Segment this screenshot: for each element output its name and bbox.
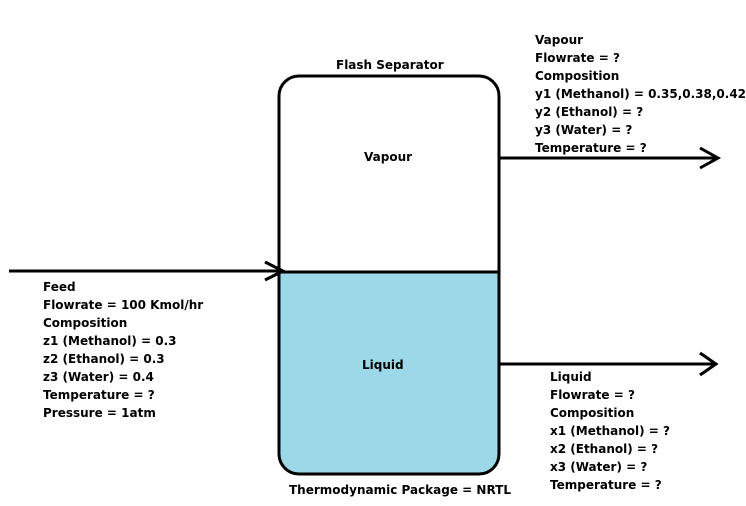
feed-arrow: [9, 260, 287, 282]
liquid-region-label: Liquid: [362, 358, 404, 372]
feed-info: Feed Flowrate = 100 Kmol/hr Composition …: [43, 278, 203, 422]
vapour-y1: y1 (Methanol) = 0.35,0.38,0.42: [535, 87, 746, 101]
liquid-stream-info: Liquid Flowrate = ? Composition x1 (Meth…: [550, 368, 670, 494]
feed-composition-label: Composition: [43, 316, 128, 330]
vapour-region-label: Vapour: [364, 150, 413, 164]
feed-z2: z2 (Ethanol) = 0.3: [43, 352, 165, 366]
thermo-package-label: Thermodynamic Package = NRTL: [289, 483, 511, 497]
feed-z3: z3 (Water) = 0.4: [43, 370, 154, 384]
vapour-y3: y3 (Water) = ?: [535, 123, 633, 137]
vapour-title: Vapour: [535, 33, 584, 47]
diagram-title: Flash Separator: [336, 58, 444, 72]
feed-flowrate: Flowrate = 100 Kmol/hr: [43, 298, 204, 312]
vapour-composition-label: Composition: [535, 69, 620, 83]
liquid-x2: x2 (Ethanol) = ?: [550, 442, 659, 456]
vapour-outlet-arrow: [499, 146, 722, 170]
separator-vessel: [277, 74, 501, 476]
vapour-temperature: Temperature = ?: [535, 141, 647, 155]
vapour-stream-info: Vapour Flowrate = ? Composition y1 (Meth…: [535, 31, 746, 157]
vapour-flowrate: Flowrate = ?: [535, 51, 620, 65]
liquid-title: Liquid: [550, 370, 592, 384]
liquid-outlet-arrow: [499, 351, 719, 377]
liquid-flowrate: Flowrate = ?: [550, 388, 635, 402]
liquid-x1: x1 (Methanol) = ?: [550, 424, 670, 438]
feed-pressure: Pressure = 1atm: [43, 406, 156, 420]
vapour-y2: y2 (Ethanol) = ?: [535, 105, 644, 119]
feed-z1: z1 (Methanol) = 0.3: [43, 334, 177, 348]
liquid-region: [279, 272, 499, 474]
feed-temperature: Temperature = ?: [43, 388, 155, 402]
liquid-composition-label: Composition: [550, 406, 635, 420]
feed-title: Feed: [43, 280, 76, 294]
liquid-temperature: Temperature = ?: [550, 478, 662, 492]
liquid-x3: x3 (Water) = ?: [550, 460, 648, 474]
